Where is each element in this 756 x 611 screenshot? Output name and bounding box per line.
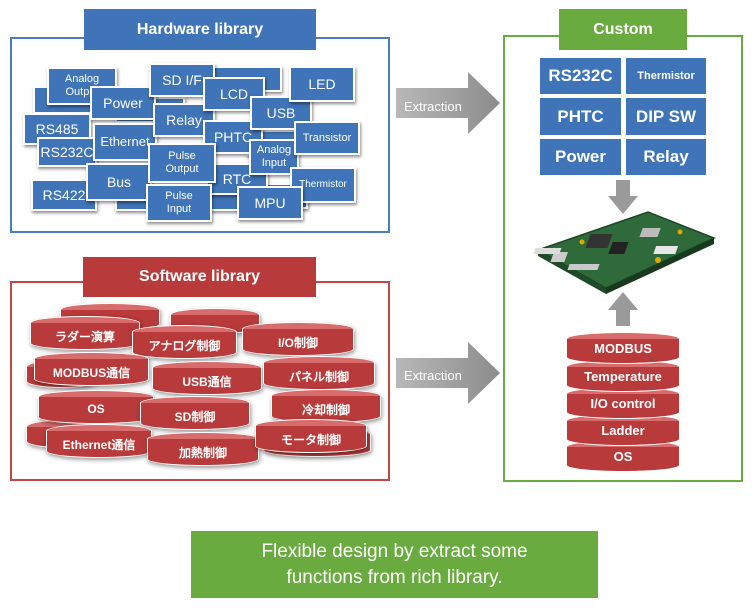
hw-rs232c: RS232C	[37, 137, 97, 167]
hw-bus: Bus	[86, 163, 152, 201]
sw-heating-ctrl: 加熱制御	[147, 432, 259, 466]
caption-line-2: functions from rich library.	[286, 566, 503, 588]
stack-disk-temperature: Temperature	[566, 360, 680, 392]
sw-ladder-calc: ラダー演算	[30, 316, 140, 350]
caption-box: Flexible design by extract some function…	[191, 531, 598, 598]
hw-transistor: Transistor	[294, 121, 360, 155]
custom-tile-dip-sw: DIP SW	[626, 98, 706, 135]
software-library-header: Software library	[83, 257, 316, 297]
sw-io-ctrl: I/O制御	[242, 322, 354, 356]
sw-cooling-ctrl: 冷却制御	[271, 389, 381, 423]
sw-os: OS	[38, 390, 154, 424]
extraction-label-software: Extraction	[404, 368, 462, 383]
sw-panel-ctrl: パネル制御	[263, 356, 375, 390]
caption-line-1: Flexible design by extract some	[261, 540, 528, 562]
custom-tile-phtc: PHTC	[540, 98, 621, 135]
hw-pulse-output: Pulse Output	[148, 143, 216, 183]
custom-tile-relay: Relay	[626, 139, 706, 175]
hw-ethernet: Ethernet	[93, 123, 157, 161]
stack-disk-modbus: MODBUS	[566, 332, 680, 364]
hw-analog-output: Analog Output	[47, 67, 117, 105]
custom-header: Custom	[559, 9, 687, 50]
hw-usb: USB	[250, 96, 312, 130]
hw-power: Power	[90, 86, 156, 120]
hw-pulse-input: Pulse Input	[146, 184, 212, 222]
hardware-library-header: Hardware library	[84, 9, 316, 50]
sw-modbus-comm: MODBUS通信	[34, 352, 149, 386]
hw-led: LED	[289, 66, 355, 102]
extraction-arrow-software	[396, 342, 500, 404]
sw-sd-ctrl: SD制御	[140, 396, 250, 430]
stack-disk-ladder: Ladder	[566, 414, 680, 446]
custom-tile-power: Power	[540, 139, 621, 175]
extraction-arrow-hardware	[396, 72, 500, 134]
custom-tile-rs232c: RS232C	[540, 58, 621, 94]
arrow-down-icon	[608, 180, 638, 214]
custom-tile-thermistor: Thermistor	[626, 58, 706, 94]
arrow-up-icon	[608, 292, 638, 326]
hw-mpu: MPU	[237, 186, 303, 220]
extraction-label-hardware: Extraction	[404, 99, 462, 114]
sw-usb-comm: USB通信	[152, 361, 262, 395]
stack-disk-io-control: I/O control	[566, 387, 680, 419]
hw-thermistor: Thermistor	[290, 167, 356, 203]
sw-motor-ctrl: モータ制御	[255, 419, 367, 453]
circuit-board-image	[533, 211, 716, 294]
sw-ethernet-comm: Ethernet通信	[46, 424, 152, 458]
sw-analog-ctrl: アナログ制御	[132, 325, 237, 359]
